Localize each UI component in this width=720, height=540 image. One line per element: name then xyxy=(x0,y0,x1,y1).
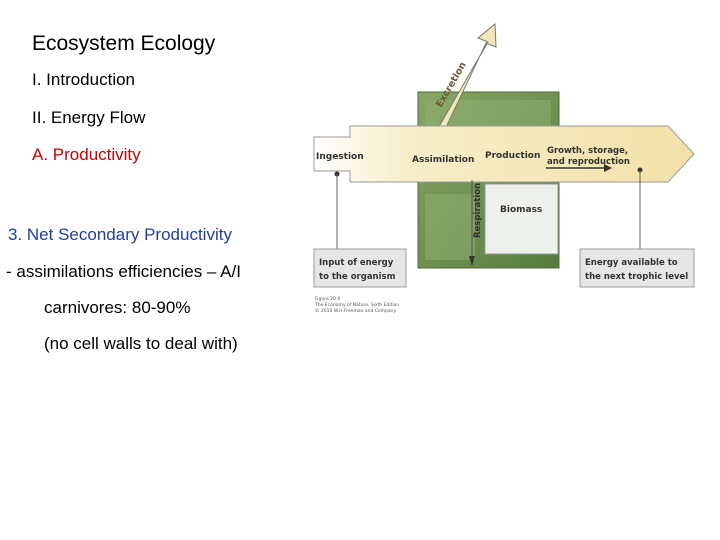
ingestion-label: Ingestion xyxy=(316,152,364,162)
energy-available-line1: Energy available to xyxy=(585,258,678,268)
growth-label-line2: and reproduction xyxy=(547,157,630,167)
respiration-label: Respiration xyxy=(473,183,483,238)
biomass-label: Biomass xyxy=(500,205,542,215)
outline-energy-flow: II. Energy Flow xyxy=(32,108,146,127)
input-energy-box xyxy=(313,248,407,288)
biomass-block xyxy=(484,183,559,255)
production-label: Production xyxy=(485,151,540,161)
energy-flow-diagram: Excretion Ingestion Assimilation Product… xyxy=(313,22,695,314)
outline-net-secondary-productivity: 3. Net Secondary Productivity xyxy=(8,225,232,244)
figure-credit-line2: The Economy of Nature, Sixth Edition xyxy=(314,302,399,308)
organism-box-lower-left-panel xyxy=(425,194,475,260)
figure-credit-line3: © 2010 W.H.Freeman and Company xyxy=(315,307,397,314)
excretion-arrow xyxy=(429,22,497,143)
outline-productivity: A. Productivity xyxy=(32,145,141,164)
outline-introduction: I. Introduction xyxy=(32,70,136,89)
carnivores-efficiency: carnivores: 80-90% xyxy=(44,298,191,317)
respiration-arrowhead xyxy=(469,256,475,266)
slide-title: Ecosystem Ecology xyxy=(32,32,216,55)
figure-credit-line1: Figure 20.6 xyxy=(315,296,340,302)
assimilation-label: Assimilation xyxy=(412,155,474,165)
cell-wall-note: (no cell walls to deal with) xyxy=(44,334,238,353)
energy-available-box xyxy=(579,248,695,288)
growth-pointer-arrowhead xyxy=(604,164,612,172)
growth-label-line1: Growth, storage, xyxy=(547,146,628,156)
energy-available-line2: the next trophic level xyxy=(585,272,688,282)
bullet-assimilation-efficiencies: - assimilations efficiencies – A/I xyxy=(6,262,241,281)
input-energy-line1: Input of energy xyxy=(319,258,394,268)
input-energy-line2: to the organism xyxy=(319,272,396,282)
